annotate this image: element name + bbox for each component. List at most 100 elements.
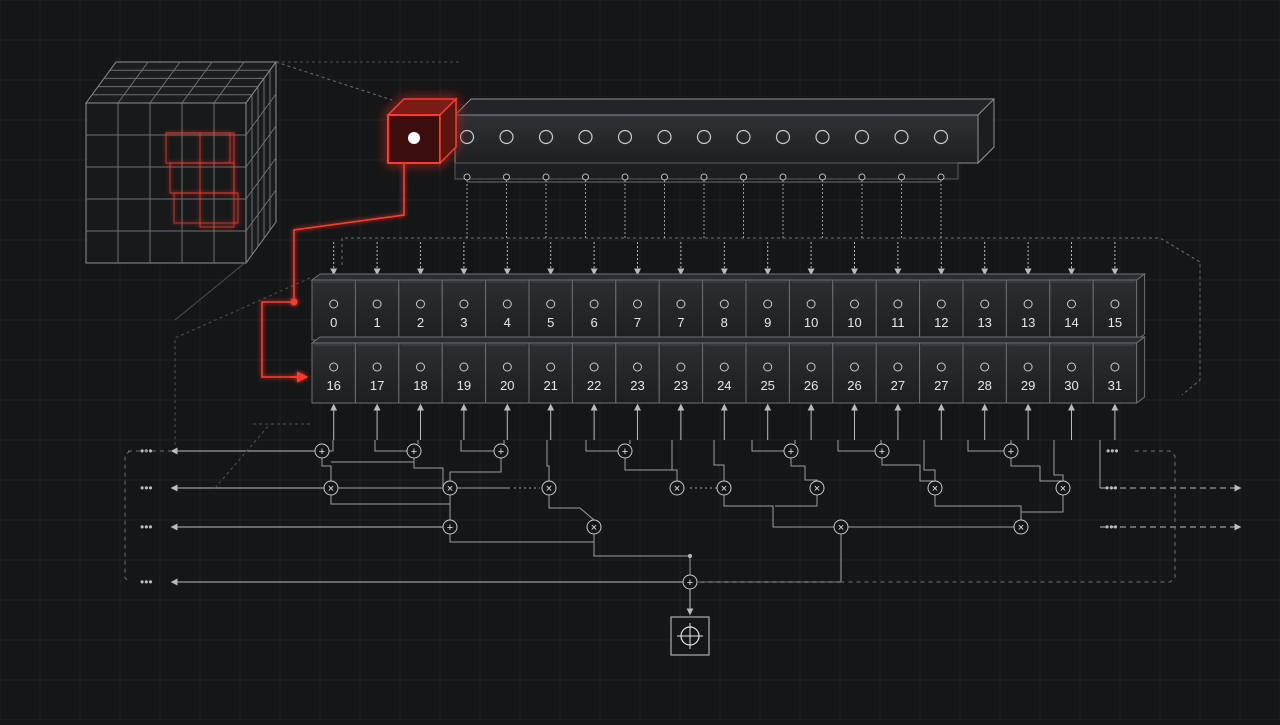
cell-dot [719,299,729,309]
cell-label: 12 [934,315,948,330]
cube-grid-line [213,61,245,104]
cell: 10 [832,279,877,341]
operator-ring [1003,443,1019,459]
cell: 13 [962,279,1007,341]
operator-symbol: + [447,522,453,534]
right-bracket [697,450,1176,583]
ellipsis-mark: ••• [140,520,153,534]
cell-dot [893,299,903,309]
cell-label: 27 [891,378,905,393]
cell-dot [633,299,642,309]
cell-box [1092,342,1138,404]
multiply-operator: × [927,480,943,496]
cell-label: 11 [891,315,905,330]
tree-wire [881,458,935,482]
bar-port [463,173,471,181]
cell-dot [1023,362,1033,372]
operator-symbol: × [328,483,334,495]
cell-label: 26 [804,378,818,393]
bar-port [819,173,826,181]
cell-label: 30 [1064,378,1078,393]
bar-slot [736,129,751,145]
cell-dot [763,299,773,309]
cell-row-end [1136,336,1146,404]
cell-label: 3 [460,315,467,330]
cell: 30 [1049,342,1094,404]
cell-dot [589,362,599,372]
operator-ring [442,480,458,496]
cell-box [311,342,356,404]
cell: 6 [571,279,617,341]
operator-ring [874,443,890,459]
highlight-cube-side [439,97,457,165]
cell-label: 6 [590,315,597,330]
bar-port [700,173,708,181]
ellipsis-mark: ••• [140,481,153,495]
multiply-operator: × [716,480,732,496]
cell-dot [372,299,382,309]
cell-label: 18 [413,378,427,393]
cell-dot [633,362,642,372]
cell-box [528,342,573,404]
cell-label: 23 [630,378,644,393]
cell-dot [763,362,773,372]
cell-dot [372,362,382,372]
bar-slot [894,129,909,145]
operator-symbol: × [932,483,938,495]
operator-symbol: × [1060,483,1066,495]
cell-label: 7 [634,315,641,330]
operator-ring [833,519,849,535]
vector-bar-end [977,97,995,165]
cell: 29 [1005,342,1051,404]
cell: 22 [571,342,617,404]
highlight-path [261,163,405,383]
multiply-operator: × [669,480,685,496]
operator-symbol: + [622,446,628,458]
cell: 18 [398,342,443,404]
cell-box [615,279,660,341]
tree-wire [374,440,407,452]
cell-dot [806,362,816,372]
cube-grid-line [245,93,277,136]
cell-box [658,342,704,404]
tree-wire [449,534,594,543]
cell-dot [416,362,425,372]
cell-box [615,342,660,404]
cell-dot [329,299,339,309]
cell: 16 [311,342,356,404]
tree-wire [671,440,678,481]
cell-label: 22 [587,378,601,393]
cell-box [745,342,790,404]
cell-dot [589,299,599,309]
highlight-voxel [199,132,235,228]
cell-dot [936,362,946,372]
cell: 20 [485,342,530,404]
highlight-route [261,163,405,383]
tree-wire [460,440,494,452]
operator-ring [586,519,602,535]
operator-symbol: × [721,483,727,495]
bar-slot [854,129,870,145]
multiply-operator: × [586,519,602,535]
operator-symbol: × [674,483,680,495]
bar-slot [578,129,593,145]
tree-wire [775,495,818,507]
cell-box [962,279,1007,341]
cell: 26 [788,342,834,404]
cell-label: 14 [1064,315,1078,330]
multiply-operator: × [833,519,849,535]
cell-label: 17 [370,378,384,393]
cell-box [962,342,1007,404]
cell-row-end [1136,273,1146,341]
operator-symbol: + [498,446,504,458]
left-bracket [124,450,131,583]
cell-label: 25 [760,378,774,393]
bar-slot [815,129,830,145]
bar-port [661,173,668,181]
cell-label: 0 [330,315,337,330]
ellipsis-mark: ••• [1105,520,1118,534]
cube-front-face [85,102,247,264]
operator-symbol: × [814,483,820,495]
operator-ring [669,480,685,496]
multiply-operator: × [1013,519,1029,535]
